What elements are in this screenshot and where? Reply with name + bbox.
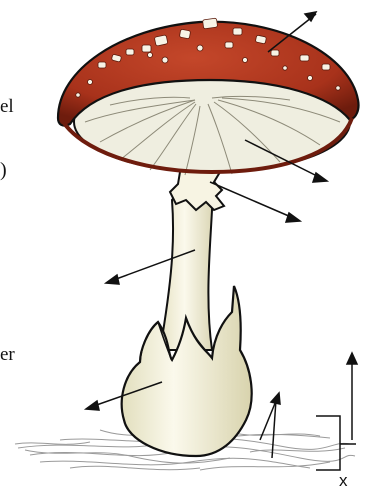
- scale-label-x: x: [339, 472, 348, 489]
- label-cut-off-el: el: [0, 97, 14, 116]
- scale-indicator: [316, 353, 357, 470]
- label-cut-off-er: er: [0, 345, 15, 364]
- bracket-icon: [316, 416, 356, 470]
- label-cut-off-paren: ): [0, 160, 7, 180]
